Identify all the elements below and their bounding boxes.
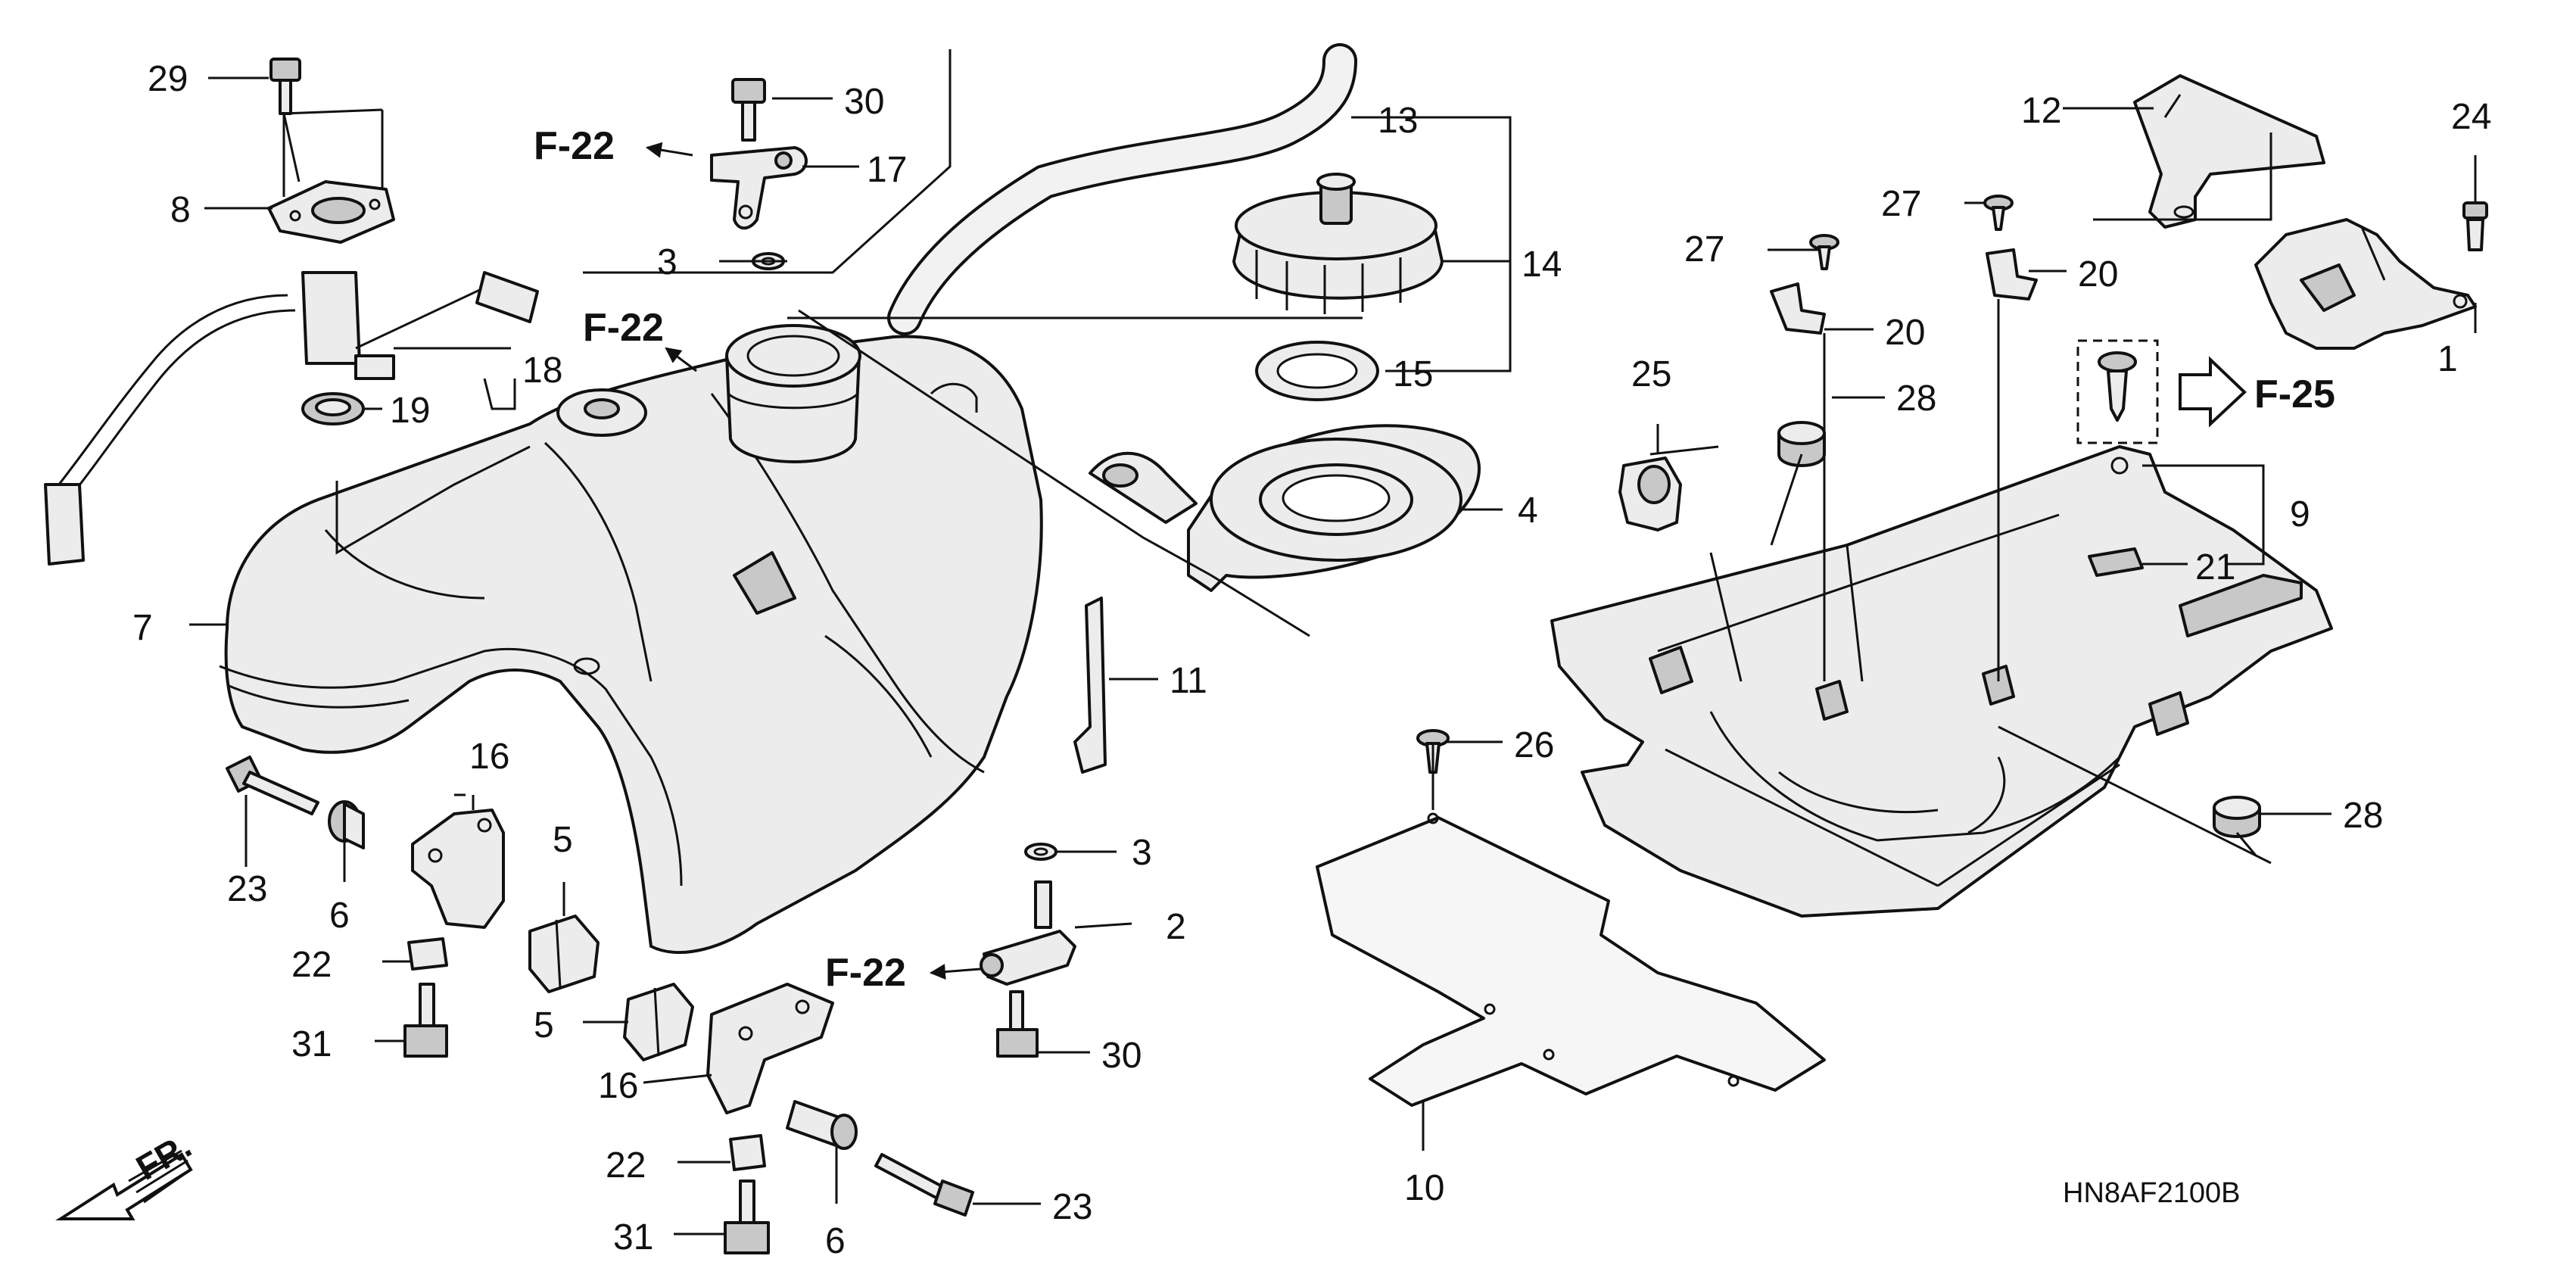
collar-6-lower <box>786 1100 858 1150</box>
collar-6-left <box>328 800 365 849</box>
ref-f25: F-25 <box>2254 372 2335 416</box>
bolt-23-lower <box>874 1153 974 1217</box>
callout-20-right: 20 <box>2078 254 2118 294</box>
leader-lines <box>189 49 2477 1236</box>
callout-14: 14 <box>1522 245 1562 285</box>
ref-f22-joint: F-22 <box>825 951 906 995</box>
reference-labels: F-22 F-22 F-22 F-25 <box>534 124 2335 995</box>
filler-cover-4 <box>1089 424 1481 592</box>
fuel-cap-14 <box>1232 173 1444 314</box>
callout-2: 2 <box>1166 907 1186 947</box>
callout-1: 1 <box>2437 339 2458 379</box>
callout-18: 18 <box>522 351 562 391</box>
bolt-29 <box>269 58 301 115</box>
callout-4: 4 <box>1518 491 1538 531</box>
callout-9: 9 <box>2290 494 2310 534</box>
nut-22-left <box>407 937 448 971</box>
grommet-28-upper <box>1777 421 1826 467</box>
cushion-5-upper <box>528 915 600 993</box>
clip-25 <box>1618 457 1682 531</box>
callout-21: 21 <box>2195 547 2235 587</box>
screw-27-left <box>1809 234 1839 270</box>
hose-joint-17 <box>710 146 808 230</box>
callout-27-right: 27 <box>1881 184 1921 224</box>
bolt-23-left <box>226 756 319 815</box>
bolt-31-lower <box>724 1179 770 1254</box>
bolt-30-top <box>731 78 766 142</box>
callout-31-left: 31 <box>291 1024 332 1064</box>
callout-28-upper: 28 <box>1896 379 1936 419</box>
bolt-31-left <box>403 983 448 1058</box>
callout-28-lower: 28 <box>2343 796 2383 836</box>
filler-neck <box>725 324 861 463</box>
callout-6-left: 6 <box>329 896 350 936</box>
callout-24: 24 <box>2451 97 2491 137</box>
fuel-gauge-flange <box>267 180 395 244</box>
callout-5-lower: 5 <box>534 1005 554 1045</box>
callout-22-lower: 22 <box>606 1145 646 1186</box>
callout-15: 15 <box>1393 354 1433 394</box>
clip-24 <box>2462 201 2488 251</box>
joint-2 <box>980 880 1076 986</box>
clamp-20-left <box>1770 282 1826 335</box>
screw-27-right <box>1983 195 2014 231</box>
callout-17: 17 <box>867 150 907 190</box>
clip-detail-box <box>2076 339 2247 444</box>
callout-3-top: 3 <box>657 242 677 282</box>
diagram-code: HN8AF2100B <box>2063 1177 2240 1209</box>
ref-f22-tank: F-22 <box>583 306 664 350</box>
callout-10: 10 <box>1404 1168 1444 1208</box>
callout-23-left: 23 <box>227 869 267 909</box>
callout-25: 25 <box>1631 354 1671 394</box>
callout-30-right: 30 <box>1101 1036 1142 1076</box>
callout-16-lower: 16 <box>598 1066 638 1106</box>
bracket-16-lower <box>706 983 834 1114</box>
strap-11 <box>1073 597 1107 774</box>
clamp-20-right <box>1986 248 2038 301</box>
bolt-30-right <box>996 990 1039 1058</box>
washer-3-right <box>1024 843 1057 861</box>
callout-labels: 1 2 3 3 4 5 5 6 6 7 8 9 10 11 12 13 14 1… <box>132 59 2491 1261</box>
callout-19: 19 <box>390 391 430 431</box>
callout-7: 7 <box>132 608 153 648</box>
fuel-pump-unit <box>44 271 539 566</box>
front-marker: FR. <box>129 1126 198 1188</box>
callout-30-top: 30 <box>844 82 884 122</box>
callout-29: 29 <box>148 59 188 99</box>
callout-5-upper: 5 <box>553 820 573 860</box>
stay-12 <box>2133 74 2325 229</box>
rubber-21 <box>2088 547 2144 577</box>
callout-13: 13 <box>1378 101 1418 141</box>
cushion-5-lower <box>623 983 694 1061</box>
callout-27-left: 27 <box>1684 229 1724 270</box>
callout-11: 11 <box>1170 661 1207 701</box>
callout-6-lower: 6 <box>825 1221 846 1261</box>
callout-26: 26 <box>1514 725 1554 765</box>
callout-20-left: 20 <box>1885 313 1925 353</box>
front-arrow-icon <box>55 1149 193 1220</box>
callout-12: 12 <box>2021 91 2061 131</box>
callout-16-left: 16 <box>469 737 509 777</box>
heat-guard-sheet-10 <box>1316 812 1826 1107</box>
callout-22-left: 22 <box>291 945 332 985</box>
ref-f22-top: F-22 <box>534 124 615 168</box>
cover-1 <box>2254 218 2477 350</box>
grommet-28-lower <box>2213 796 2261 838</box>
breather-tube-13 <box>887 43 1357 335</box>
fuel-tank <box>219 324 1043 954</box>
callout-23-lower: 23 <box>1052 1187 1092 1227</box>
gasket-15 <box>1255 341 1379 401</box>
callout-31-lower: 31 <box>613 1217 653 1257</box>
o-ring-19 <box>301 392 365 425</box>
callout-8: 8 <box>170 190 191 230</box>
nut-22-lower <box>729 1134 766 1171</box>
bracket-16-left <box>411 809 505 929</box>
callout-3-right: 3 <box>1132 833 1152 873</box>
